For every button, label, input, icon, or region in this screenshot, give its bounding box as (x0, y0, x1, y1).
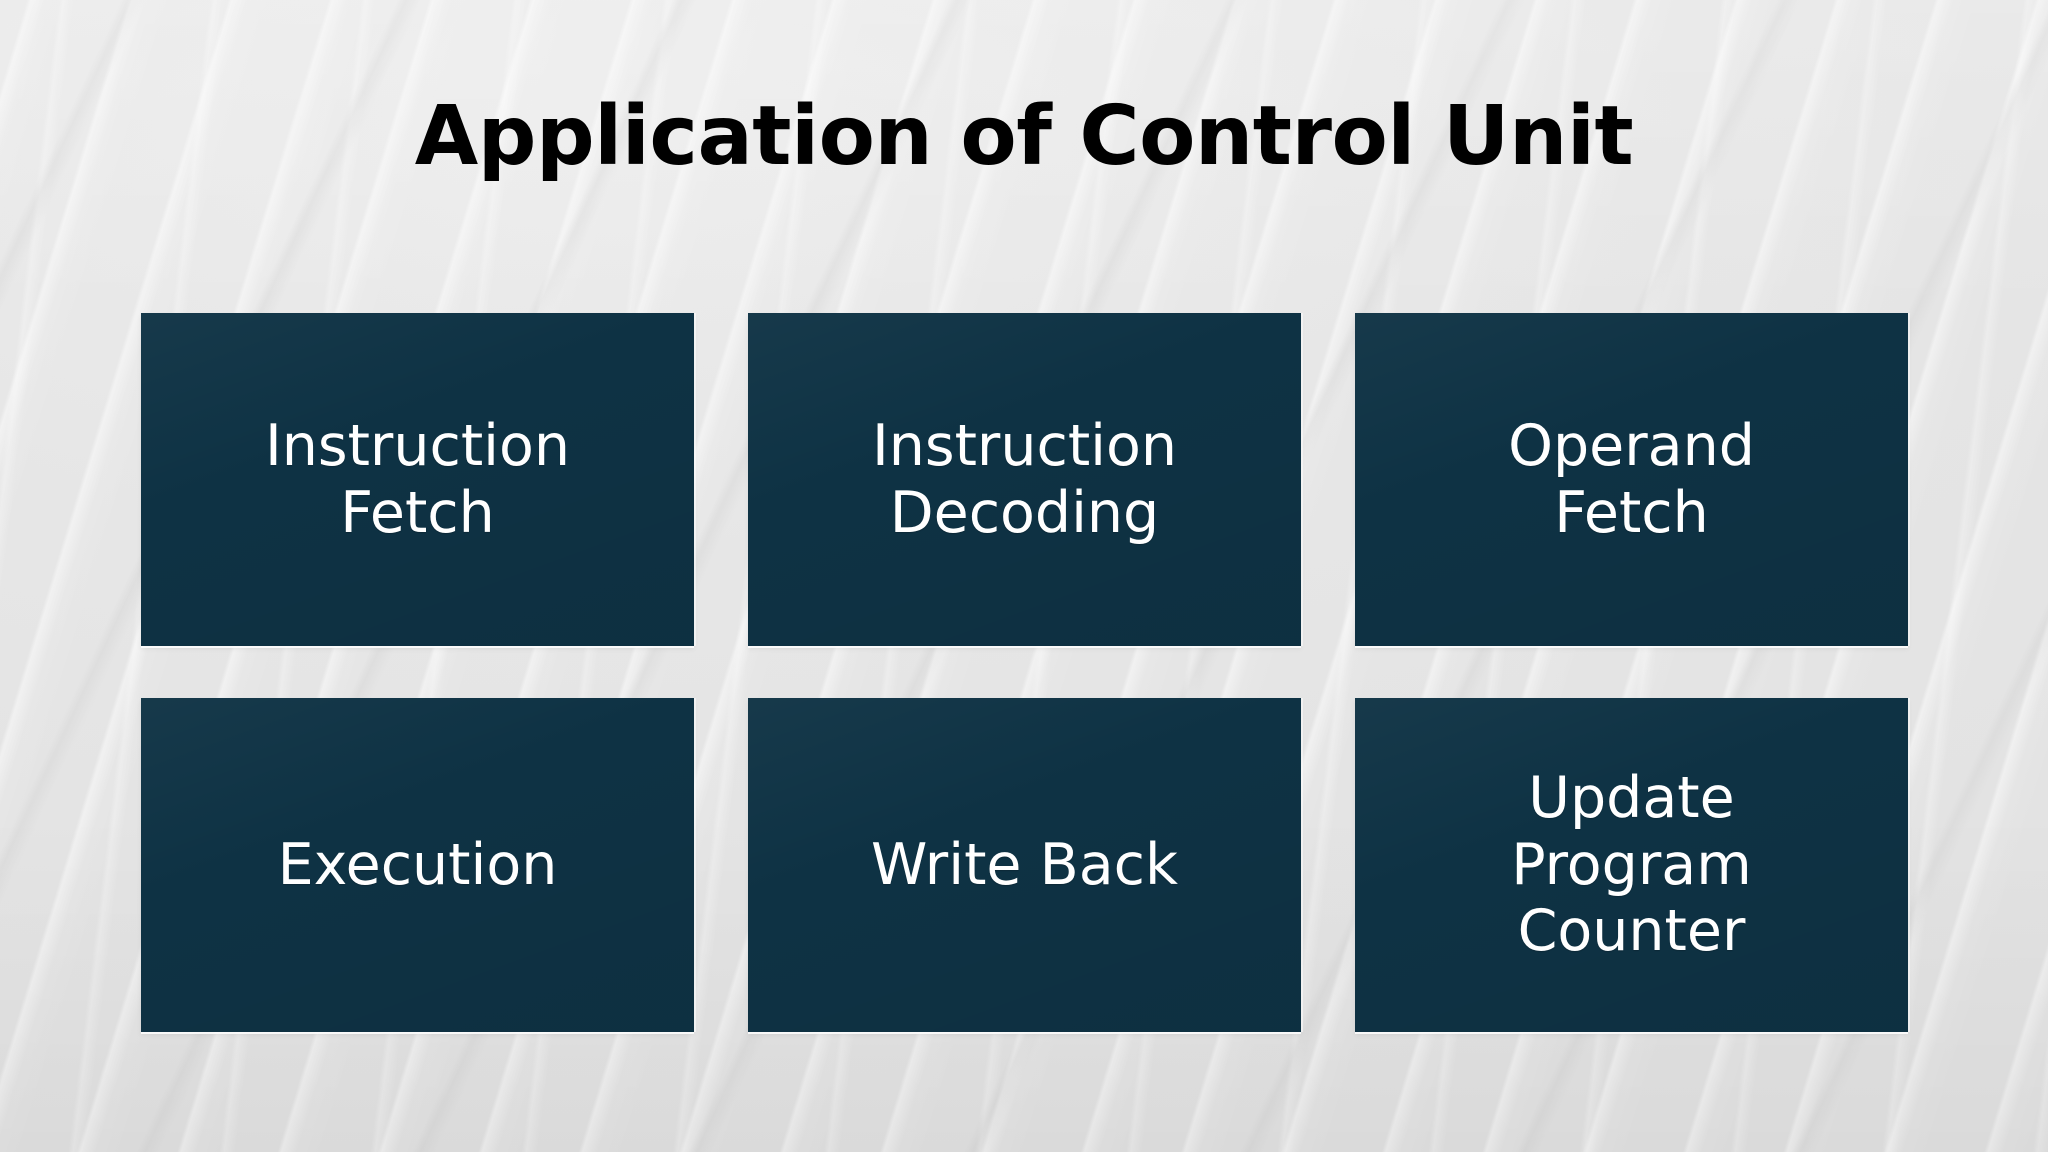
stage-box-execution[interactable]: Execution (141, 698, 694, 1032)
stage-box-instruction-decoding[interactable]: Instruction Decoding (748, 313, 1301, 646)
stage-label-instruction-fetch: Instruction Fetch (264, 412, 571, 546)
stage-label-instruction-decoding: Instruction Decoding (871, 412, 1178, 546)
stage-box-write-back[interactable]: Write Back (748, 698, 1301, 1032)
stage-label-write-back: Write Back (871, 831, 1178, 898)
stage-label-update-program-counter: Update Program Counter (1511, 764, 1752, 965)
stage-box-operand-fetch[interactable]: Operand Fetch (1355, 313, 1908, 646)
stage-label-execution: Execution (277, 831, 558, 898)
stage-grid: Instruction Fetch Instruction Decoding O… (141, 313, 1908, 1032)
stage-box-instruction-fetch[interactable]: Instruction Fetch (141, 313, 694, 646)
stage-box-update-program-counter[interactable]: Update Program Counter (1355, 698, 1908, 1032)
slide-title: Application of Control Unit (414, 89, 1634, 184)
stage-label-operand-fetch: Operand Fetch (1508, 412, 1755, 546)
